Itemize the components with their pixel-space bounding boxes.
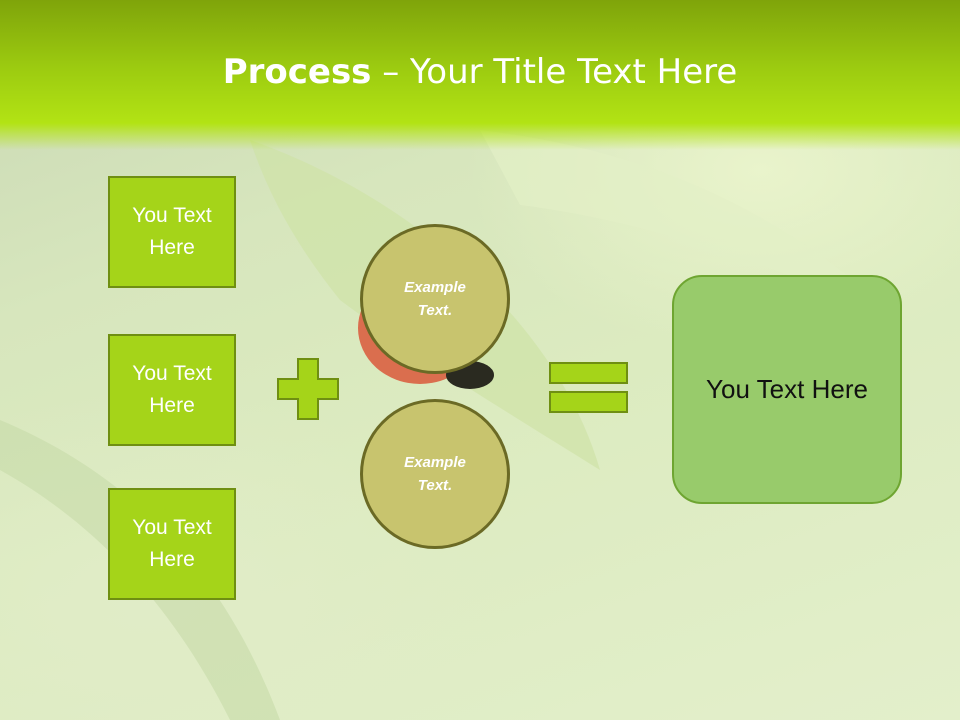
input-box-3[interactable]: You Text Here [108, 488, 236, 600]
result-text: You Text Here [706, 374, 868, 404]
example-circle-1[interactable]: Example Text. [360, 224, 510, 374]
title-rest: – Your Title Text Here [371, 52, 738, 92]
example-circle-2[interactable]: Example Text. [360, 399, 510, 549]
input-box-1[interactable]: You Text Here [108, 176, 236, 288]
equals-icon [549, 362, 628, 413]
example-circle-2-text: Example Text. [404, 454, 466, 494]
title-bar [0, 0, 960, 150]
plus-icon [277, 358, 339, 420]
slide-title: Process – Your Title Text Here [0, 52, 960, 92]
input-box-2-text: You Text Here [132, 362, 212, 417]
input-box-2[interactable]: You Text Here [108, 334, 236, 446]
example-circle-1-text: Example Text. [404, 279, 466, 319]
input-box-3-text: You Text Here [132, 516, 212, 571]
result-box[interactable]: You Text Here [672, 275, 902, 504]
input-box-1-text: You Text Here [132, 204, 212, 259]
title-bold: Process [222, 52, 372, 92]
